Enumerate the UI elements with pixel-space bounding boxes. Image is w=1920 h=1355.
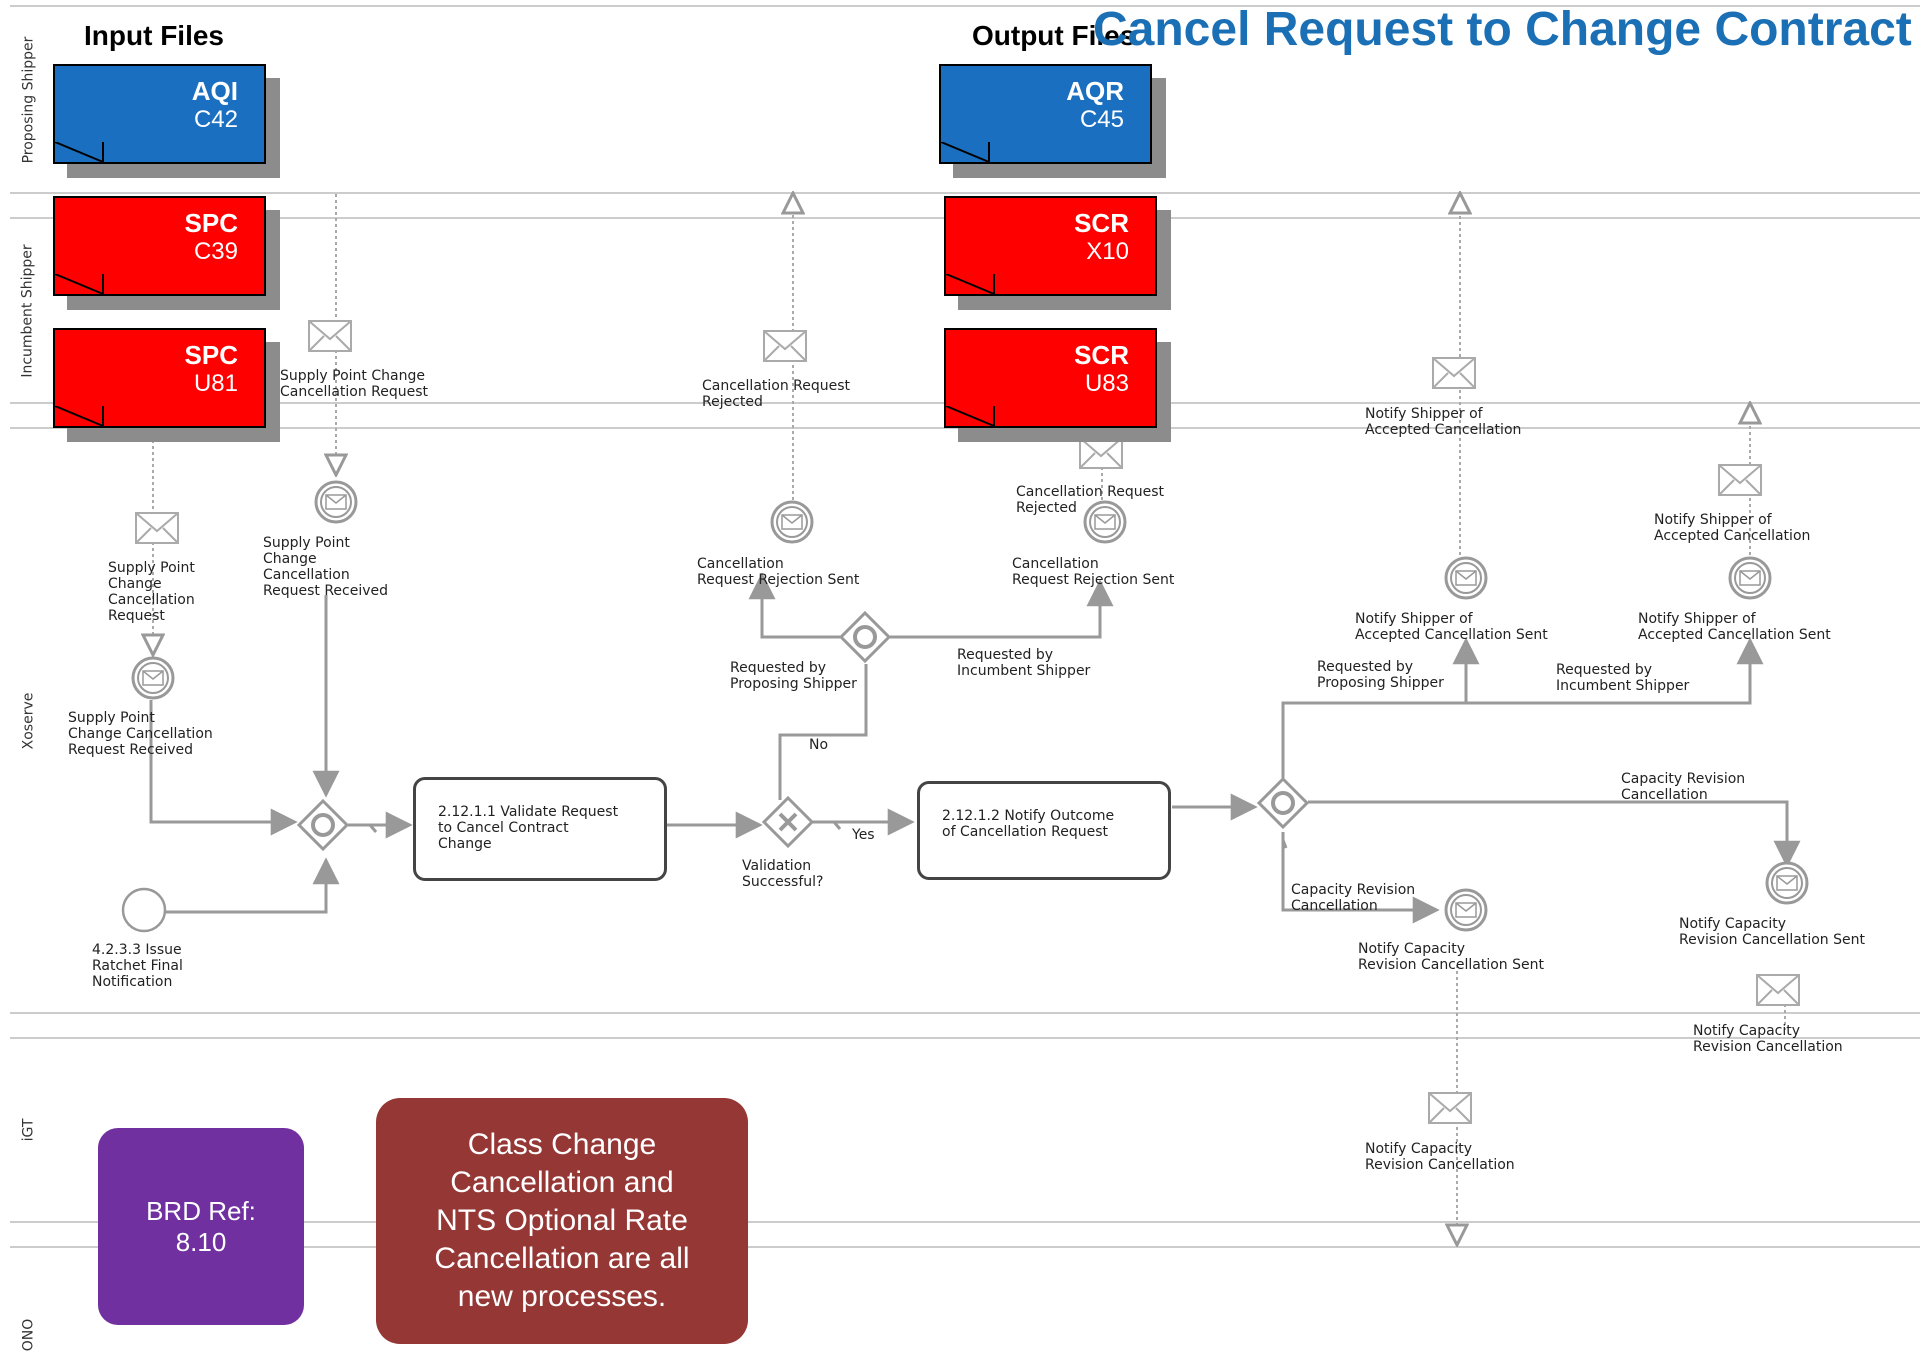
inclusive-gateway-icon [1257, 777, 1309, 829]
message-envelope-icon [1756, 974, 1800, 1006]
task-validate-request[interactable]: 2.12.1.1 Validate Request to Cancel Cont… [413, 777, 667, 881]
note-text: BRD Ref: 8.10 [146, 1195, 256, 1257]
message-label: Cancellation Request Rejected [702, 378, 851, 410]
file-sub: X10 [1086, 238, 1129, 265]
flow-label: Requested by Proposing Shipper [730, 660, 857, 692]
event-label: Notify Shipper of Accepted Cancellation … [1355, 611, 1548, 643]
message-label: Notify Shipper of Accepted Cancellation [1654, 512, 1811, 544]
file-spc-u81: SPC U81 [53, 328, 280, 442]
file-aqi: AQI C42 [53, 64, 280, 178]
event-label: Cancellation Request Rejection Sent [1012, 556, 1175, 588]
flow-label: Requested by Incumbent Shipper [957, 647, 1091, 679]
event-label: Notify Capacity Revision Cancellation Se… [1358, 941, 1544, 973]
file-sub: C39 [193, 238, 238, 265]
lane-proposing-shipper: Proposing Shipper [8, 6, 48, 193]
message-label: Cancellation Request Rejected [1016, 484, 1165, 516]
lane-igt: iGT [8, 1038, 48, 1222]
file-sub: U81 [193, 370, 238, 397]
output-files-header: Output Files [972, 20, 1136, 51]
flow-label-no: No [809, 737, 829, 753]
start-event-label: 4.2.3.3 Issue Ratchet Final Notification [92, 942, 183, 990]
message-event-icon [131, 656, 175, 700]
message-event-icon [314, 480, 358, 524]
message-event-icon [1728, 556, 1772, 600]
message-event-icon [1444, 556, 1488, 600]
task-label: 2.12.1.1 Validate Request to Cancel Cont… [438, 804, 619, 852]
message-label: Supply Point Change Cancellation Request [108, 560, 195, 624]
lane-label: iGT [19, 1118, 36, 1142]
lane-label: ONO [19, 1318, 36, 1352]
info-note: Class Change Cancellation and NTS Option… [376, 1098, 748, 1344]
message-event-icon [1765, 861, 1809, 905]
file-code: SPC [184, 340, 238, 370]
file-aqr: AQR C45 [939, 64, 1166, 178]
message-label: Notify Capacity Revision Cancellation [1693, 1023, 1843, 1055]
swimlane-borders [10, 5, 1920, 1248]
event-label: Cancellation Request Rejection Sent [697, 556, 860, 588]
message-envelope-icon [308, 320, 352, 352]
event-label: Notify Capacity Revision Cancellation Se… [1679, 916, 1865, 948]
task-notify-outcome[interactable]: 2.12.1.2 Notify Outcome of Cancellation … [917, 781, 1171, 880]
file-sub: U83 [1084, 370, 1129, 397]
lane-label: Proposing Shipper [20, 36, 37, 163]
file-code: AQR [1066, 76, 1124, 106]
flow-label: Capacity Revision Cancellation [1291, 882, 1416, 914]
lane-label: Incumbent Shipper [20, 243, 37, 378]
lane-xoserve: Xoserve [8, 428, 48, 1013]
lane-incumbent-shipper: Incumbent Shipper [8, 218, 48, 403]
event-label: Supply Point Change Cancellation Request… [68, 710, 213, 758]
message-envelope-icon [1432, 357, 1476, 389]
flow-label-yes: Yes [852, 827, 875, 843]
note-text: Class Change Cancellation and NTS Option… [434, 1128, 690, 1313]
page-title: Cancel Request to Change Contract [1093, 3, 1912, 56]
message-envelope-icon [1428, 1092, 1472, 1124]
flow-label: Requested by Proposing Shipper [1317, 659, 1444, 691]
message-envelope-icon [763, 330, 807, 362]
message-label: Supply Point Change Cancellation Request [280, 368, 429, 400]
event-label: Supply Point Change Cancellation Request… [263, 535, 389, 599]
message-label: Notify Capacity Revision Cancellation [1365, 1141, 1515, 1173]
inclusive-gateway-icon [839, 611, 891, 663]
message-event-icon [770, 500, 814, 544]
message-label: Notify Shipper of Accepted Cancellation [1365, 406, 1522, 438]
event-label: Notify Shipper of Accepted Cancellation … [1638, 611, 1831, 643]
input-files-header: Input Files [84, 20, 224, 51]
file-scr-x10: SCR X10 [944, 196, 1171, 310]
file-code: SCR [1074, 340, 1129, 370]
message-envelope-icon [1079, 437, 1123, 469]
flow-label: Capacity Revision Cancellation [1621, 771, 1746, 803]
flow-label: Requested by Incumbent Shipper [1556, 662, 1690, 694]
file-scr-u83: SCR U83 [944, 328, 1171, 442]
lane-label: Xoserve [20, 692, 36, 749]
start-event-icon [121, 887, 167, 933]
message-event-icon [1444, 888, 1488, 932]
file-code: SCR [1074, 208, 1129, 238]
sequence-flows [149, 572, 1801, 924]
message-envelope-icon [135, 512, 179, 544]
exclusive-gateway-icon [761, 795, 815, 849]
file-spc-c39: SPC C39 [53, 196, 280, 310]
inclusive-gateway-icon [297, 799, 349, 851]
lane-ono: ONO [8, 1315, 48, 1355]
message-envelope-icon [1718, 464, 1762, 496]
gateway-label: Validation Successful? [742, 858, 824, 890]
file-code: SPC [184, 208, 238, 238]
file-sub: C42 [193, 106, 238, 133]
brd-ref-note: BRD Ref: 8.10 [98, 1128, 304, 1325]
file-code: AQI [191, 76, 238, 106]
task-label: 2.12.1.2 Notify Outcome of Cancellation … [942, 808, 1115, 840]
file-sub: C45 [1079, 106, 1124, 133]
